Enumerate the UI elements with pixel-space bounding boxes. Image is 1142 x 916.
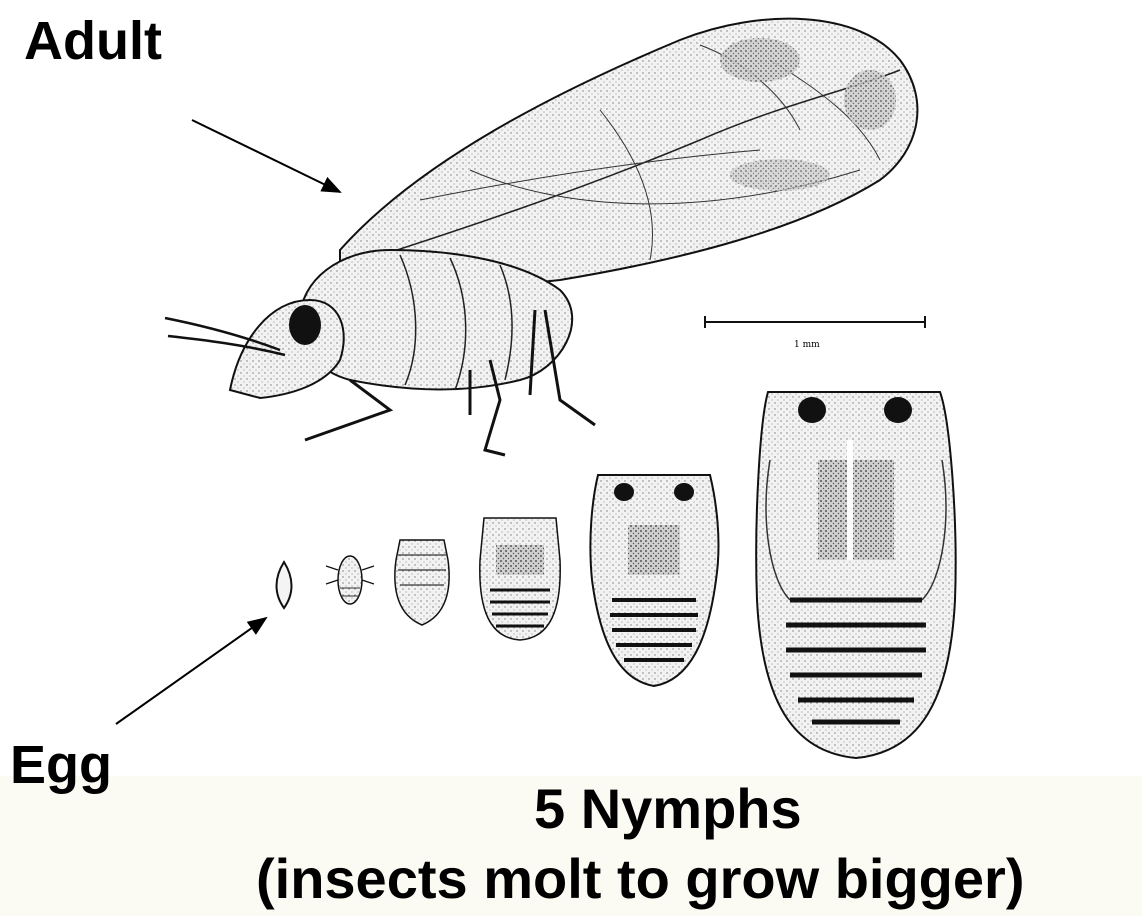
nymphs-caption-line1: 5 Nymphs xyxy=(534,781,802,837)
egg xyxy=(277,562,292,608)
nymph-1 xyxy=(326,556,374,604)
adult-arrow xyxy=(192,120,340,192)
scale-bar: 1 mm xyxy=(705,316,925,350)
adult-head xyxy=(230,300,344,398)
adult-label: Adult xyxy=(24,14,162,68)
scale-bar-label: 1 mm xyxy=(794,340,820,350)
nymph-3 xyxy=(480,518,560,640)
nymph-2 xyxy=(395,540,449,625)
adult-insect xyxy=(165,19,917,455)
nymph-4 xyxy=(590,475,718,686)
nymph-5 xyxy=(756,392,955,758)
egg-arrow xyxy=(116,618,266,724)
nymphs-caption-line2: (insects molt to grow bigger) xyxy=(256,851,1024,907)
egg-label: Egg xyxy=(10,738,112,792)
adult-eye xyxy=(289,305,321,345)
